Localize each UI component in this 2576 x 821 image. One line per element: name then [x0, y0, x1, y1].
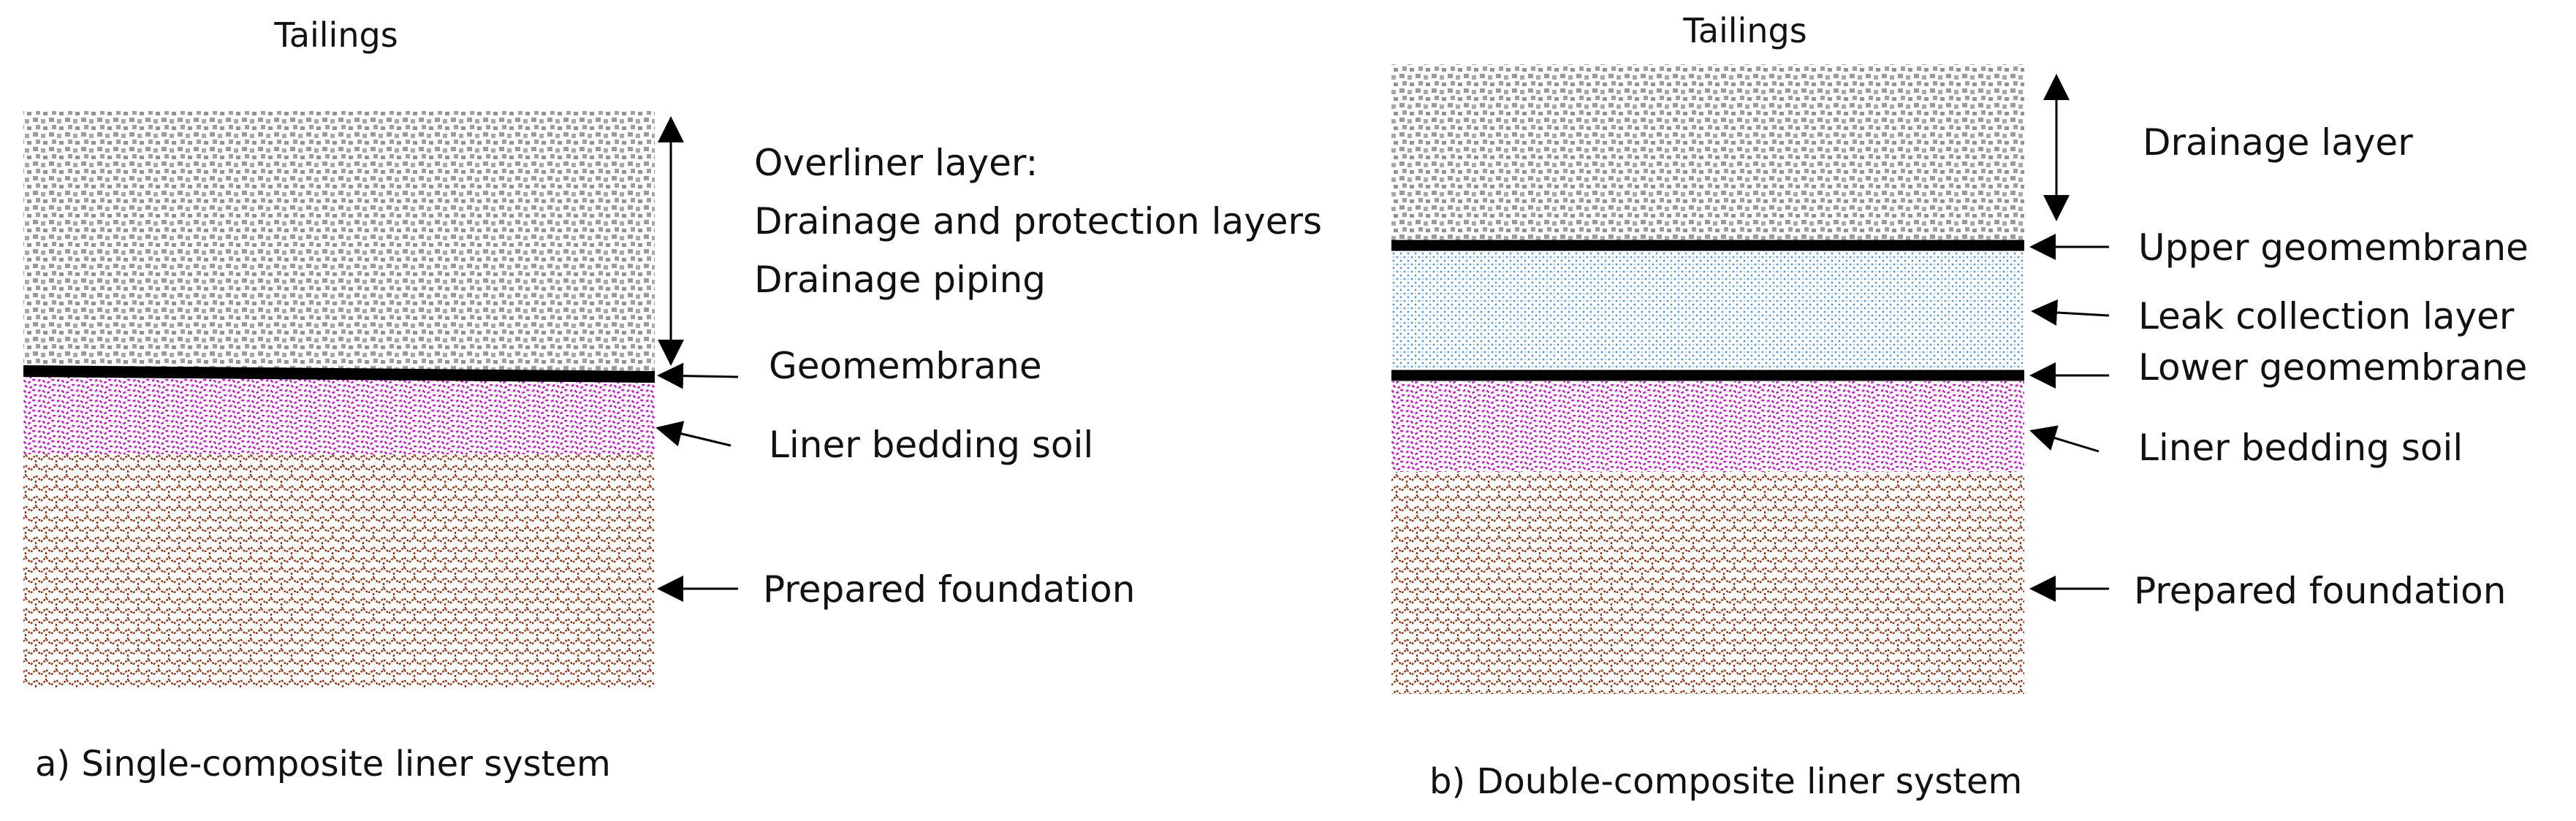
- panel-b-leak-collection-arrow: [2031, 299, 2110, 326]
- panel-a-bedding-arrow: [656, 421, 732, 447]
- panel-b-upper-geomembrane-label: Upper geomembrane: [2138, 226, 2528, 269]
- panel-b-foundation-layer: [1391, 472, 2024, 694]
- panel-b-bedding-arrow: [2029, 425, 2100, 453]
- panel-a-bedding-label: Liner bedding soil: [769, 424, 1093, 466]
- panel-b-foundation-label: Prepared foundation: [2134, 570, 2506, 612]
- panel-b-lower-geomembrane-label: Lower geomembrane: [2138, 346, 2527, 389]
- panel-b-caption: b) Double-composite liner system: [1429, 761, 2022, 802]
- panel-a-overliner-label-1: Overliner layer:: [754, 142, 1038, 184]
- panel-a-overliner-layer: [23, 111, 655, 371]
- panel-a-geomembrane-label: Geomembrane: [769, 345, 1042, 387]
- panel-a-foundation-label: Prepared foundation: [763, 568, 1135, 611]
- panel-b-leak-collection-layer: [1391, 250, 2024, 370]
- panel-b-drainage-label: Drainage layer: [2143, 121, 2413, 164]
- panel-b-drainage-layer: [1391, 64, 2024, 244]
- panel-a-geomembrane-line: [23, 365, 656, 383]
- panel-a-bedding-layer: [23, 377, 655, 454]
- panel-a-top-label: Tailings: [273, 15, 398, 55]
- panel-b-bedding-layer: [1391, 381, 2024, 472]
- panel-a-overliner-label-3: Drainage piping: [754, 259, 1046, 301]
- panel-a-foundation-layer: [23, 454, 655, 688]
- panel-b-bedding-label: Liner bedding soil: [2138, 427, 2463, 469]
- panel-a-geomembrane-arrow: [657, 362, 739, 389]
- panel-a-overliner-label-2: Drainage and protection layers: [754, 200, 1322, 243]
- panel-a: Tailings Overliner layer: Drainage and p…: [23, 15, 1322, 784]
- panel-b-leak-collection-label: Leak collection layer: [2138, 295, 2515, 337]
- panel-b: Tailings Drainage layer Upper geomembran…: [1391, 11, 2528, 802]
- panel-b-top-label: Tailings: [1682, 11, 1806, 50]
- panel-a-caption: a) Single-composite liner system: [35, 744, 611, 784]
